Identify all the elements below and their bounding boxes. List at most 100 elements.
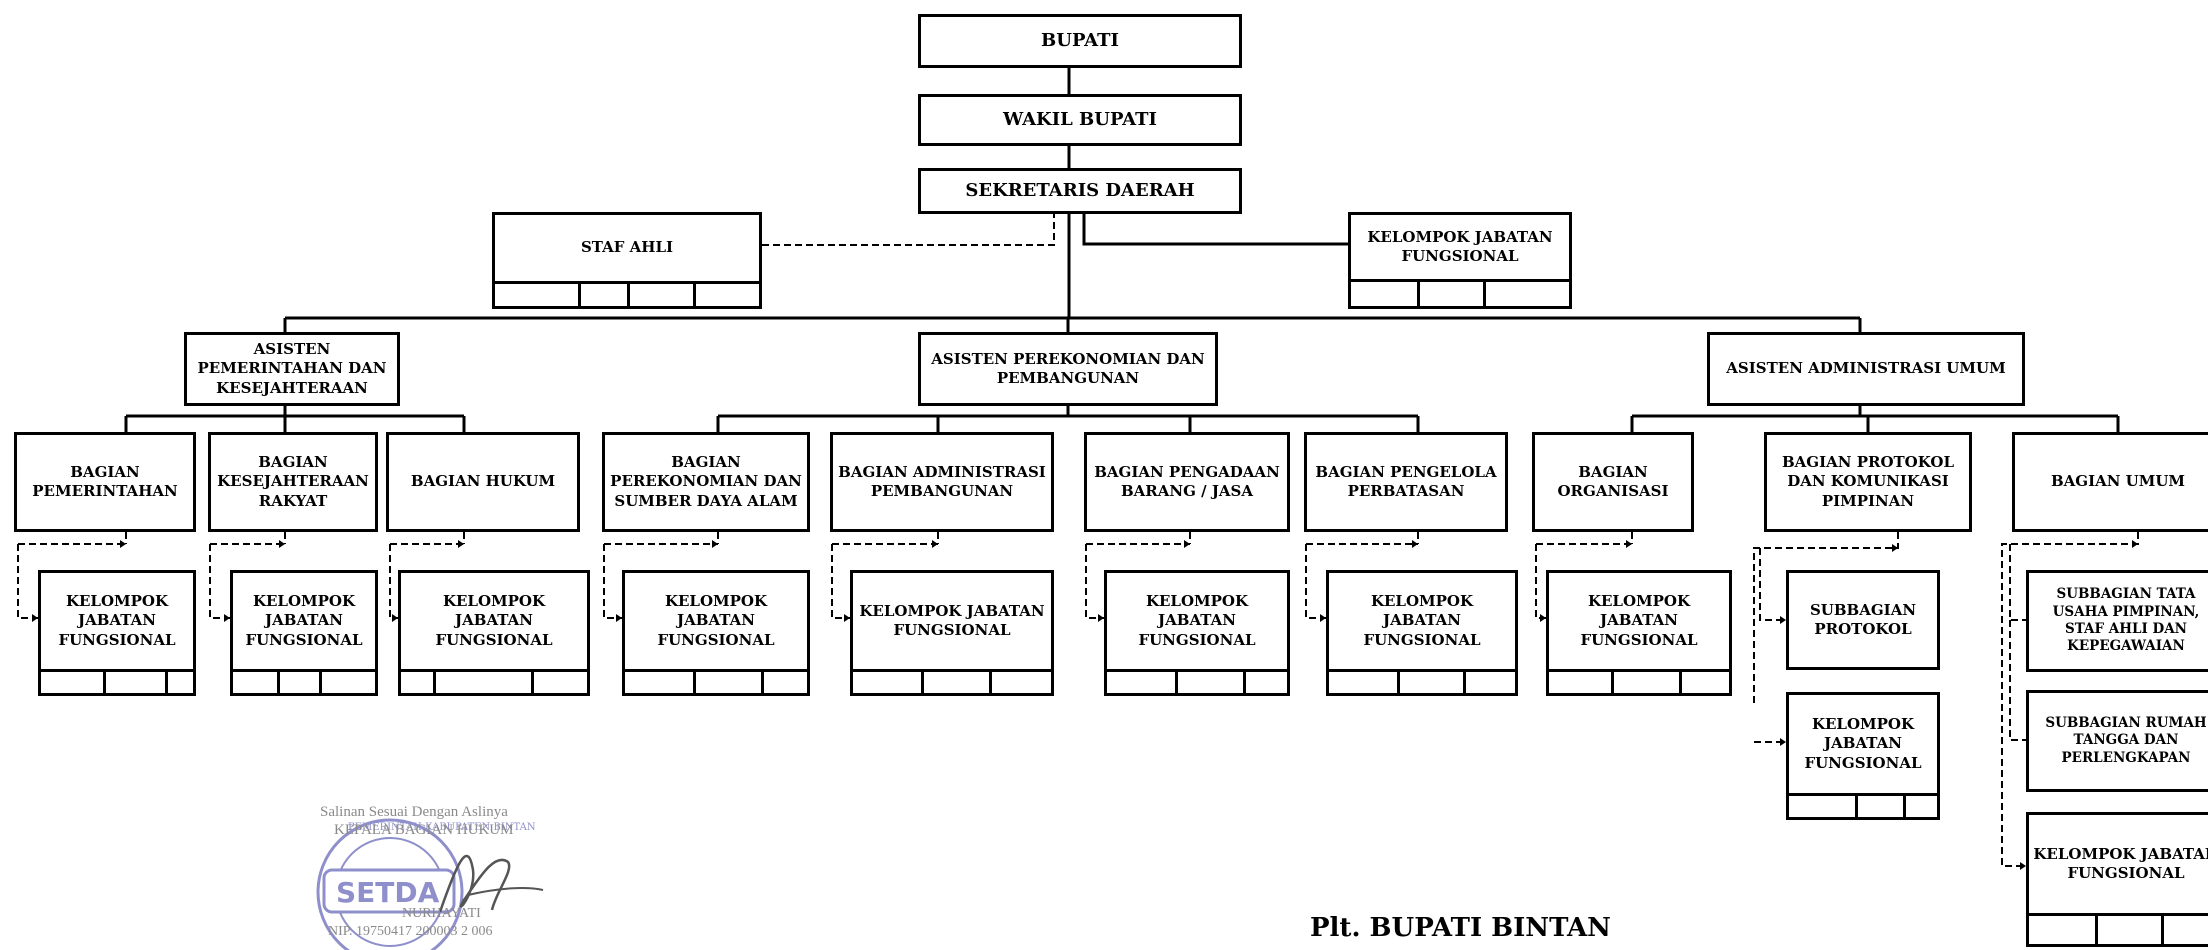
kelompok-label: KELOMPOK JABATAN FUNGSIONAL <box>1138 592 1256 649</box>
kelompok-top-strip <box>1348 282 1572 309</box>
connector-dashed <box>2001 532 2139 867</box>
connector-dashed <box>762 214 1055 246</box>
connector-dashed <box>603 544 622 619</box>
bagian-pemerintahan-label: BAGIAN PEMERINTAHAN <box>32 462 178 500</box>
bagian-perekonomian-sda-label: BAGIAN PEREKONOMIAN DAN SUMBER DAYA ALAM <box>610 453 802 510</box>
arrowhead-icon <box>279 540 285 548</box>
kelompok-strip-kesra <box>230 672 378 696</box>
kelompok-top-label: KELOMPOK JABATAN FUNGSIONAL <box>1367 227 1553 265</box>
connector-dashed <box>17 544 38 619</box>
bagian-kesra-label: BAGIAN KESEJAHTERAAN RAKYAT <box>217 453 369 510</box>
arrowhead-icon <box>32 614 38 622</box>
kelompok-box-protokol: KELOMPOK JABATAN FUNGSIONAL <box>1786 692 1940 796</box>
arrowhead-icon <box>224 614 230 622</box>
connector-dashed <box>1535 544 1546 619</box>
arrowhead-icon <box>844 614 850 622</box>
kelompok-label: KELOMPOK JABATAN FUNGSIONAL <box>58 592 176 649</box>
connector-dashed <box>1085 544 1104 619</box>
bagian-kesra-box: BAGIAN KESEJAHTERAAN RAKYAT <box>208 432 378 532</box>
subbagian-protokol-label: SUBBAGIAN PROTOKOL <box>1809 600 1917 638</box>
connector-dashed <box>831 544 850 619</box>
asisten-administrasi-box: ASISTEN ADMINISTRASI UMUM <box>1707 332 2025 406</box>
bagian-pengadaan-label: BAGIAN PENGADAAN BARANG / JASA <box>1094 462 1280 500</box>
kelompok-strip-perekonomian <box>622 672 810 696</box>
subbagian-tata-usaha-label: SUBBAGIAN TATA USAHA PIMPINAN, STAF AHLI… <box>2052 586 2200 655</box>
kelompok-box-perekonomian: KELOMPOK JABATAN FUNGSIONAL <box>622 570 810 672</box>
bagian-pengadaan-box: BAGIAN PENGADAAN BARANG / JASA <box>1084 432 1290 532</box>
wakil-bupati-label: WAKIL BUPATI <box>1003 109 1157 131</box>
kelompok-label: KELOMPOK JABATAN FUNGSIONAL <box>1804 715 1922 772</box>
kelompok-strip-pemerintahan <box>38 672 196 696</box>
arrowhead-icon <box>2132 540 2138 548</box>
connector-dashed <box>1753 532 1899 706</box>
kelompok-box-organisasi: KELOMPOK JABATAN FUNGSIONAL <box>1546 570 1732 672</box>
staf-ahli-strip <box>492 284 762 309</box>
kelompok-box-pengadaan: KELOMPOK JABATAN FUNGSIONAL <box>1104 570 1290 672</box>
connector-dashed <box>209 544 230 619</box>
connector-dashed <box>2009 620 2026 741</box>
arrowhead-icon <box>616 614 622 622</box>
bagian-adm-pembangunan-box: BAGIAN ADMINISTRASI PEMBANGUNAN <box>830 432 1054 532</box>
stamp-name: NURHAYATI <box>402 906 481 921</box>
wakil-bupati-box: WAKIL BUPATI <box>918 94 1242 146</box>
kelompok-strip-adm-pembangunan <box>850 672 1054 696</box>
bagian-umum-box: BAGIAN UMUM <box>2012 432 2208 532</box>
arrowhead-icon <box>1320 614 1326 622</box>
arrowhead-icon <box>2020 862 2026 870</box>
kelompok-strip-organisasi <box>1546 672 1732 696</box>
asisten-perekonomian-label: ASISTEN PEREKONOMIAN DAN PEMBANGUNAN <box>931 349 1205 387</box>
bagian-perekonomian-sda-box: BAGIAN PEREKONOMIAN DAN SUMBER DAYA ALAM <box>602 432 810 532</box>
seal-ring-text: PEMERINTAH KABUPATEN BINTAN <box>348 822 536 833</box>
sekretaris-daerah-label: SEKRETARIS DAERAH <box>965 180 1195 202</box>
kelompok-strip-pengadaan <box>1104 672 1290 696</box>
arrowhead-icon <box>1780 616 1786 624</box>
kelompok-box-umum: KELOMPOK JABATAN FUNGSIONAL <box>2026 812 2208 916</box>
subbagian-rumah-tangga-label: SUBBAGIAN RUMAH TANGGA DAN PERLENGKAPAN <box>2045 715 2207 766</box>
arrowhead-icon <box>1412 540 1418 548</box>
bupati-label: BUPATI <box>1041 30 1119 52</box>
arrowhead-icon <box>1540 614 1546 622</box>
kelompok-label: KELOMPOK JABATAN FUNGSIONAL <box>1580 592 1698 649</box>
stamp-line-1: Salinan Sesuai Dengan Aslinya <box>320 804 508 820</box>
kelompok-label: KELOMPOK JABATAN FUNGSIONAL <box>1363 592 1481 649</box>
connector-dashed <box>389 544 398 619</box>
sekretaris-daerah-box: SEKRETARIS DAERAH <box>918 168 1242 214</box>
asisten-pemerintahan-box: ASISTEN PEMERINTAHAN DAN KESEJAHTERAAN <box>184 332 400 406</box>
arrowhead-icon <box>120 540 126 548</box>
kelompok-label: KELOMPOK JABATAN FUNGSIONAL <box>657 592 775 649</box>
asisten-administrasi-label: ASISTEN ADMINISTRASI UMUM <box>1726 359 2006 378</box>
asisten-pemerintahan-label: ASISTEN PEMERINTAHAN DAN KESEJAHTERAAN <box>197 340 387 397</box>
official-seal-icon <box>316 818 544 950</box>
kelompok-box-perbatasan: KELOMPOK JABATAN FUNGSIONAL <box>1326 570 1518 672</box>
arrowhead-icon <box>1892 544 1898 552</box>
kelompok-label: KELOMPOK JABATAN FUNGSIONAL <box>245 592 363 649</box>
bagian-pemerintahan-box: BAGIAN PEMERINTAHAN <box>14 432 196 532</box>
arrowhead-icon <box>1098 614 1104 622</box>
asisten-perekonomian-box: ASISTEN PEREKONOMIAN DAN PEMBANGUNAN <box>918 332 1218 406</box>
staf-ahli-box: STAF AHLI <box>492 212 762 284</box>
kelompok-label: KELOMPOK JABATAN FUNGSIONAL <box>2033 844 2208 882</box>
kelompok-strip-perbatasan <box>1326 672 1518 696</box>
kelompok-strip-umum <box>2026 916 2208 947</box>
bagian-organisasi-box: BAGIAN ORGANISASI <box>1532 432 1694 532</box>
staf-ahli-label: STAF AHLI <box>580 238 674 257</box>
connector-dashed <box>2009 544 2026 621</box>
subbagian-rumah-tangga-box: SUBBAGIAN RUMAH TANGGA DAN PERLENGKAPAN <box>2026 690 2208 792</box>
connector-dashed <box>1305 544 1326 619</box>
legalisation-stamp: PEMERINTAH KABUPATEN BINTAN SETDA Salina… <box>268 800 648 950</box>
connector-line <box>1082 214 1348 246</box>
kelompok-top-box: KELOMPOK JABATAN FUNGSIONAL <box>1348 212 1572 282</box>
kelompok-strip-hukum <box>398 672 590 696</box>
arrowhead-icon <box>1780 738 1786 746</box>
kelompok-box-hukum: KELOMPOK JABATAN FUNGSIONAL <box>398 570 590 672</box>
bagian-umum-label: BAGIAN UMUM <box>2050 472 2186 491</box>
bagian-protokol-label: BAGIAN PROTOKOL DAN KOMUNIKASI PIMPINAN <box>1781 453 1954 510</box>
kelompok-box-adm-pembangunan: KELOMPOK JABATAN FUNGSIONAL <box>850 570 1054 672</box>
arrowhead-icon <box>392 614 398 622</box>
kelompok-label: KELOMPOK JABATAN FUNGSIONAL <box>859 601 1045 639</box>
subbagian-protokol-box: SUBBAGIAN PROTOKOL <box>1786 570 1940 670</box>
bagian-perbatasan-label: BAGIAN PENGELOLA PERBATASAN <box>1315 462 1497 500</box>
bagian-organisasi-label: BAGIAN ORGANISASI <box>1557 462 1669 500</box>
arrowhead-icon <box>458 540 464 548</box>
